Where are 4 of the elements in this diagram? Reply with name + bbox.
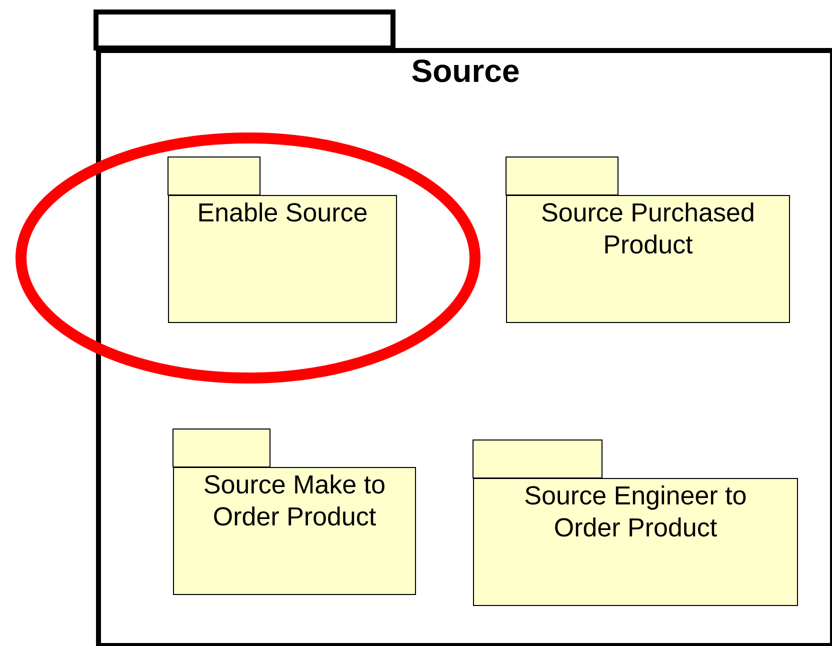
package-box: Source Purchased Product: [506, 156, 790, 323]
package-box: Source Make to Order Product: [172, 428, 416, 595]
package-box: Source Engineer to Order Product: [472, 440, 798, 606]
package-box: Enable Source: [168, 156, 397, 323]
